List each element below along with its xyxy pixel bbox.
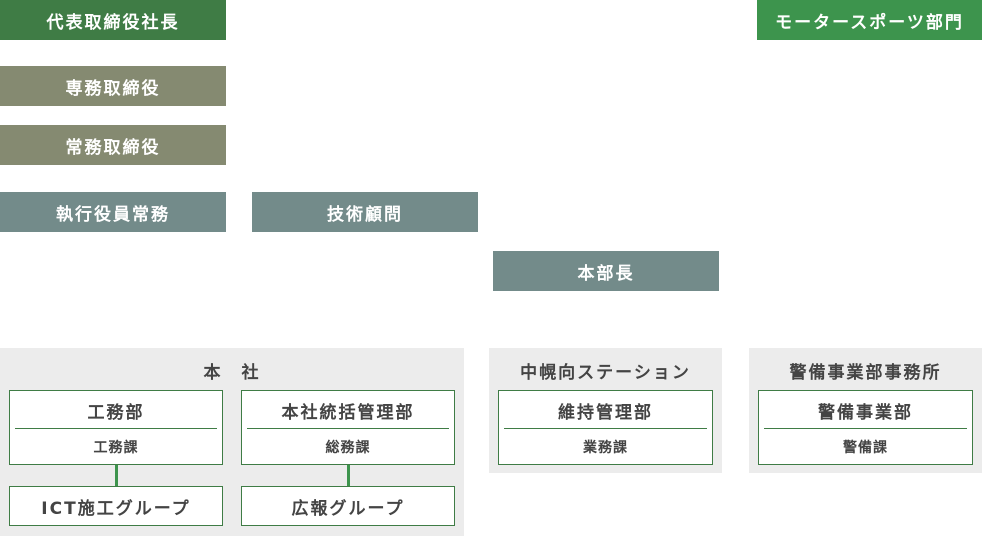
managing-director-box: 常務取締役 <box>0 125 226 165</box>
dept-engineering-divider <box>15 428 217 429</box>
dept-security-section: 警備課 <box>843 439 888 456</box>
general-manager-label: 本部長 <box>577 263 635 284</box>
engineering-connector <box>115 465 118 486</box>
dept-maintenance-name: 維持管理部 <box>558 402 653 423</box>
general-manager-box: 本部長 <box>493 251 719 291</box>
group-public-relations: 広報グループ <box>241 486 455 526</box>
senior-managing-director-label: 専務取締役 <box>65 78 161 99</box>
administration-connector <box>347 465 350 486</box>
senior-managing-director-box: 専務取締役 <box>0 66 226 106</box>
nakahoro-station-title: 中幌向ステーション <box>520 363 691 383</box>
dept-maintenance-divider <box>504 428 707 429</box>
dept-security-name: 警備事業部 <box>818 402 913 423</box>
dept-maintenance: 維持管理部 業務課 <box>498 390 713 465</box>
motorsports-box: モータースポーツ部門 <box>757 0 982 40</box>
dept-hq-administration: 本社統括管理部 総務課 <box>241 390 455 465</box>
executive-officer-label: 執行役員常務 <box>56 204 170 225</box>
president-box: 代表取締役社長 <box>0 0 226 40</box>
nakahoro-station-panel: 中幌向ステーション 維持管理部 業務課 <box>489 348 722 473</box>
dept-maintenance-section: 業務課 <box>583 439 628 456</box>
security-office-panel: 警備事業部事務所 警備事業部 警備課 <box>749 348 982 473</box>
dept-security: 警備事業部 警備課 <box>758 390 973 465</box>
dept-engineering: 工務部 工務課 <box>9 390 223 465</box>
technical-advisor-label: 技術顧問 <box>327 204 403 225</box>
managing-director-label: 常務取締役 <box>65 137 161 158</box>
motorsports-label: モータースポーツ部門 <box>775 12 964 33</box>
dept-hq-administration-section: 総務課 <box>325 439 371 456</box>
dept-hq-administration-divider <box>247 428 449 429</box>
president-label: 代表取締役社長 <box>46 12 180 33</box>
technical-advisor-box: 技術顧問 <box>252 192 478 232</box>
dept-security-divider <box>764 428 967 429</box>
dept-engineering-name: 工務部 <box>87 402 145 423</box>
group-ict-construction: ICT施工グループ <box>9 486 223 526</box>
security-office-title: 警備事業部事務所 <box>789 363 942 383</box>
dept-engineering-section: 工務課 <box>93 439 139 456</box>
dept-hq-administration-name: 本社統括管理部 <box>281 402 415 423</box>
head-office-panel: 本 社 工務部 工務課 ICT施工グループ 本社統括管理部 総務課 広報グループ <box>0 348 464 536</box>
head-office-title: 本 社 <box>203 363 261 383</box>
executive-officer-box: 執行役員常務 <box>0 192 226 232</box>
